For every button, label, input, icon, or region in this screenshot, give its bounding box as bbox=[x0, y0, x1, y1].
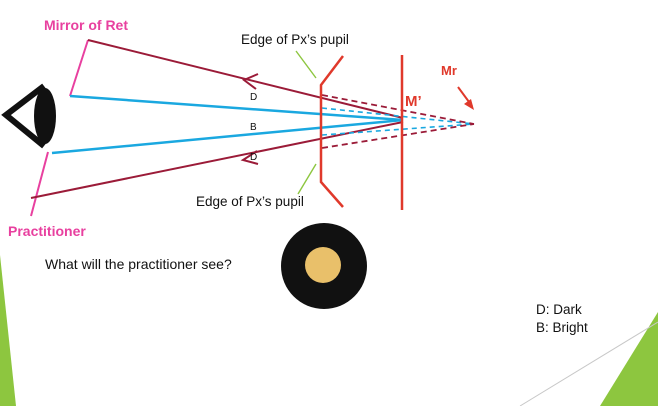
pupil-reflex-icon bbox=[281, 223, 367, 309]
slide-accent-line bbox=[519, 321, 658, 407]
mr-arrow-head bbox=[464, 99, 474, 110]
ray-dash-bottom bbox=[321, 123, 475, 149]
m-prime-label: M’ bbox=[405, 93, 422, 110]
legend-bright: B: Bright bbox=[536, 320, 588, 335]
practitioner-line bbox=[30, 151, 49, 217]
mr-label: Mr bbox=[441, 63, 457, 78]
slide-accent-left bbox=[0, 255, 16, 406]
arrow-top bbox=[242, 73, 259, 90]
ray-blue-dash-top bbox=[321, 107, 475, 125]
ray-bottom bbox=[30, 121, 404, 199]
pupil-edge-bracket bbox=[319, 55, 344, 208]
region-d-top-label: D bbox=[250, 92, 257, 103]
ray-dash-top bbox=[321, 94, 475, 125]
mirror-line bbox=[69, 39, 89, 97]
practitioner-label: Practitioner bbox=[8, 223, 86, 239]
edge-pupil-top-label: Edge of Px’s pupil bbox=[241, 32, 349, 47]
ray-blue-dash-bottom bbox=[321, 123, 475, 136]
edge-pupil-bottom-label: Edge of Px’s pupil bbox=[196, 194, 304, 209]
arrow-bottom bbox=[240, 150, 259, 165]
pointer-edge-top bbox=[295, 50, 317, 79]
ray-blue-top bbox=[69, 94, 404, 122]
region-b-label: B bbox=[250, 122, 257, 133]
legend-dark: D: Dark bbox=[536, 302, 582, 317]
ray-blue-bottom bbox=[51, 118, 404, 155]
pointer-edge-bottom bbox=[297, 163, 317, 195]
mirror-of-ret-label: Mirror of Ret bbox=[44, 17, 128, 33]
eye-icon bbox=[1, 83, 56, 149]
slide-accent-right bbox=[600, 312, 658, 406]
region-d-bottom-label: D bbox=[250, 152, 257, 163]
question-text: What will the practitioner see? bbox=[45, 256, 232, 272]
